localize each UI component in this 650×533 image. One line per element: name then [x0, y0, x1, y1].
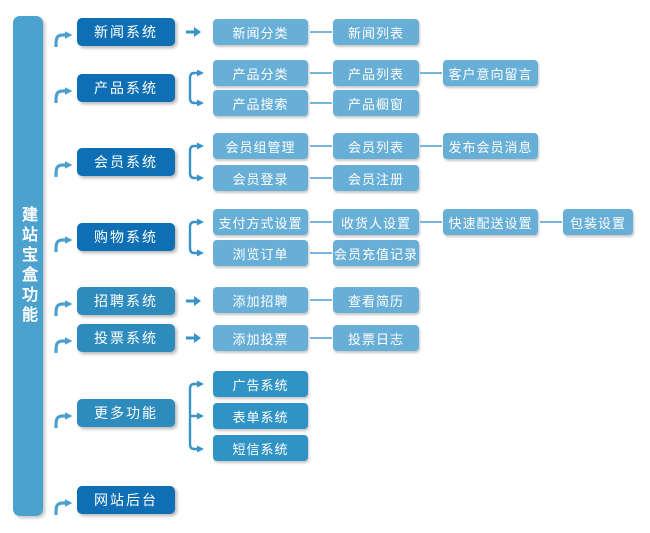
feature-box-payment-settings: 支付方式设置	[213, 209, 308, 235]
system-box-vote: 投票系统	[77, 324, 175, 352]
h-line-connector	[310, 177, 332, 179]
h-line-connector	[310, 252, 332, 254]
h-line-connector	[420, 221, 442, 223]
feature-box-ad-system: 广告系统	[213, 371, 308, 397]
feature-box-member-message: 发布会员消息	[443, 133, 538, 159]
feature-box-product-showcase: 产品橱窗	[333, 90, 419, 116]
feature-box-recharge-records: 会员充值记录	[333, 240, 419, 266]
feature-box-member-group-mgmt: 会员组管理	[213, 133, 308, 159]
hook-arrow-icon	[54, 161, 73, 177]
feature-box-product-category: 产品分类	[213, 60, 308, 86]
feature-box-form-system: 表单系统	[213, 403, 308, 429]
feature-box-news-list: 新闻列表	[333, 19, 419, 45]
sidebar-title-bar: 建站宝盒功能	[13, 16, 43, 516]
brace3-connector	[188, 380, 204, 453]
feature-box-product-list: 产品列表	[333, 60, 419, 86]
h-line-connector	[310, 221, 332, 223]
h-line-connector	[310, 145, 332, 147]
system-box-member: 会员系统	[77, 148, 175, 176]
hook-arrow-icon	[54, 87, 73, 103]
feature-box-member-list: 会员列表	[333, 133, 419, 159]
feature-box-customer-message: 客户意向留言	[443, 60, 538, 86]
feature-box-browse-orders: 浏览订单	[213, 240, 308, 266]
right-arrow-icon	[186, 333, 201, 343]
feature-box-view-resumes: 查看简历	[333, 287, 419, 313]
brace-connector	[188, 142, 204, 182]
h-line-connector	[310, 31, 332, 33]
feature-box-vote-log: 投票日志	[333, 325, 419, 351]
hook-arrow-icon	[54, 236, 73, 252]
system-box-more: 更多功能	[77, 399, 175, 427]
feature-box-package-settings: 包装设置	[563, 209, 633, 235]
brace-connector	[188, 69, 204, 107]
feature-box-member-register: 会员注册	[333, 165, 419, 191]
feature-box-delivery-settings: 快速配送设置	[443, 209, 538, 235]
brace-connector	[188, 218, 204, 257]
h-line-connector	[310, 102, 332, 104]
h-line-connector	[310, 337, 332, 339]
h-line-connector	[420, 145, 442, 147]
hook-arrow-icon	[54, 412, 73, 428]
feature-box-sms-system: 短信系统	[213, 435, 308, 461]
system-box-product: 产品系统	[77, 74, 175, 102]
sidebar-title: 建站宝盒功能	[19, 206, 38, 326]
right-arrow-icon	[186, 27, 201, 37]
feature-box-add-job: 添加招聘	[213, 287, 308, 313]
feature-box-add-vote: 添加投票	[213, 325, 308, 351]
hook-arrow-icon	[54, 499, 73, 515]
h-line-connector	[310, 299, 332, 301]
system-box-news: 新闻系统	[77, 18, 175, 46]
right-arrow-icon	[186, 296, 201, 306]
h-line-connector	[540, 221, 562, 223]
feature-box-product-search: 产品搜索	[213, 90, 308, 116]
feature-box-consignee-settings: 收货人设置	[333, 209, 419, 235]
hook-arrow-icon	[54, 300, 73, 316]
system-box-shopping: 购物系统	[77, 223, 175, 251]
h-line-connector	[310, 72, 332, 74]
system-box-recruit: 招聘系统	[77, 287, 175, 315]
h-line-connector	[420, 72, 442, 74]
hook-arrow-icon	[54, 337, 73, 353]
feature-box-member-login: 会员登录	[213, 165, 308, 191]
hook-arrow-icon	[54, 31, 73, 47]
system-box-site-admin: 网站后台	[77, 486, 175, 514]
feature-box-news-category: 新闻分类	[213, 19, 308, 45]
